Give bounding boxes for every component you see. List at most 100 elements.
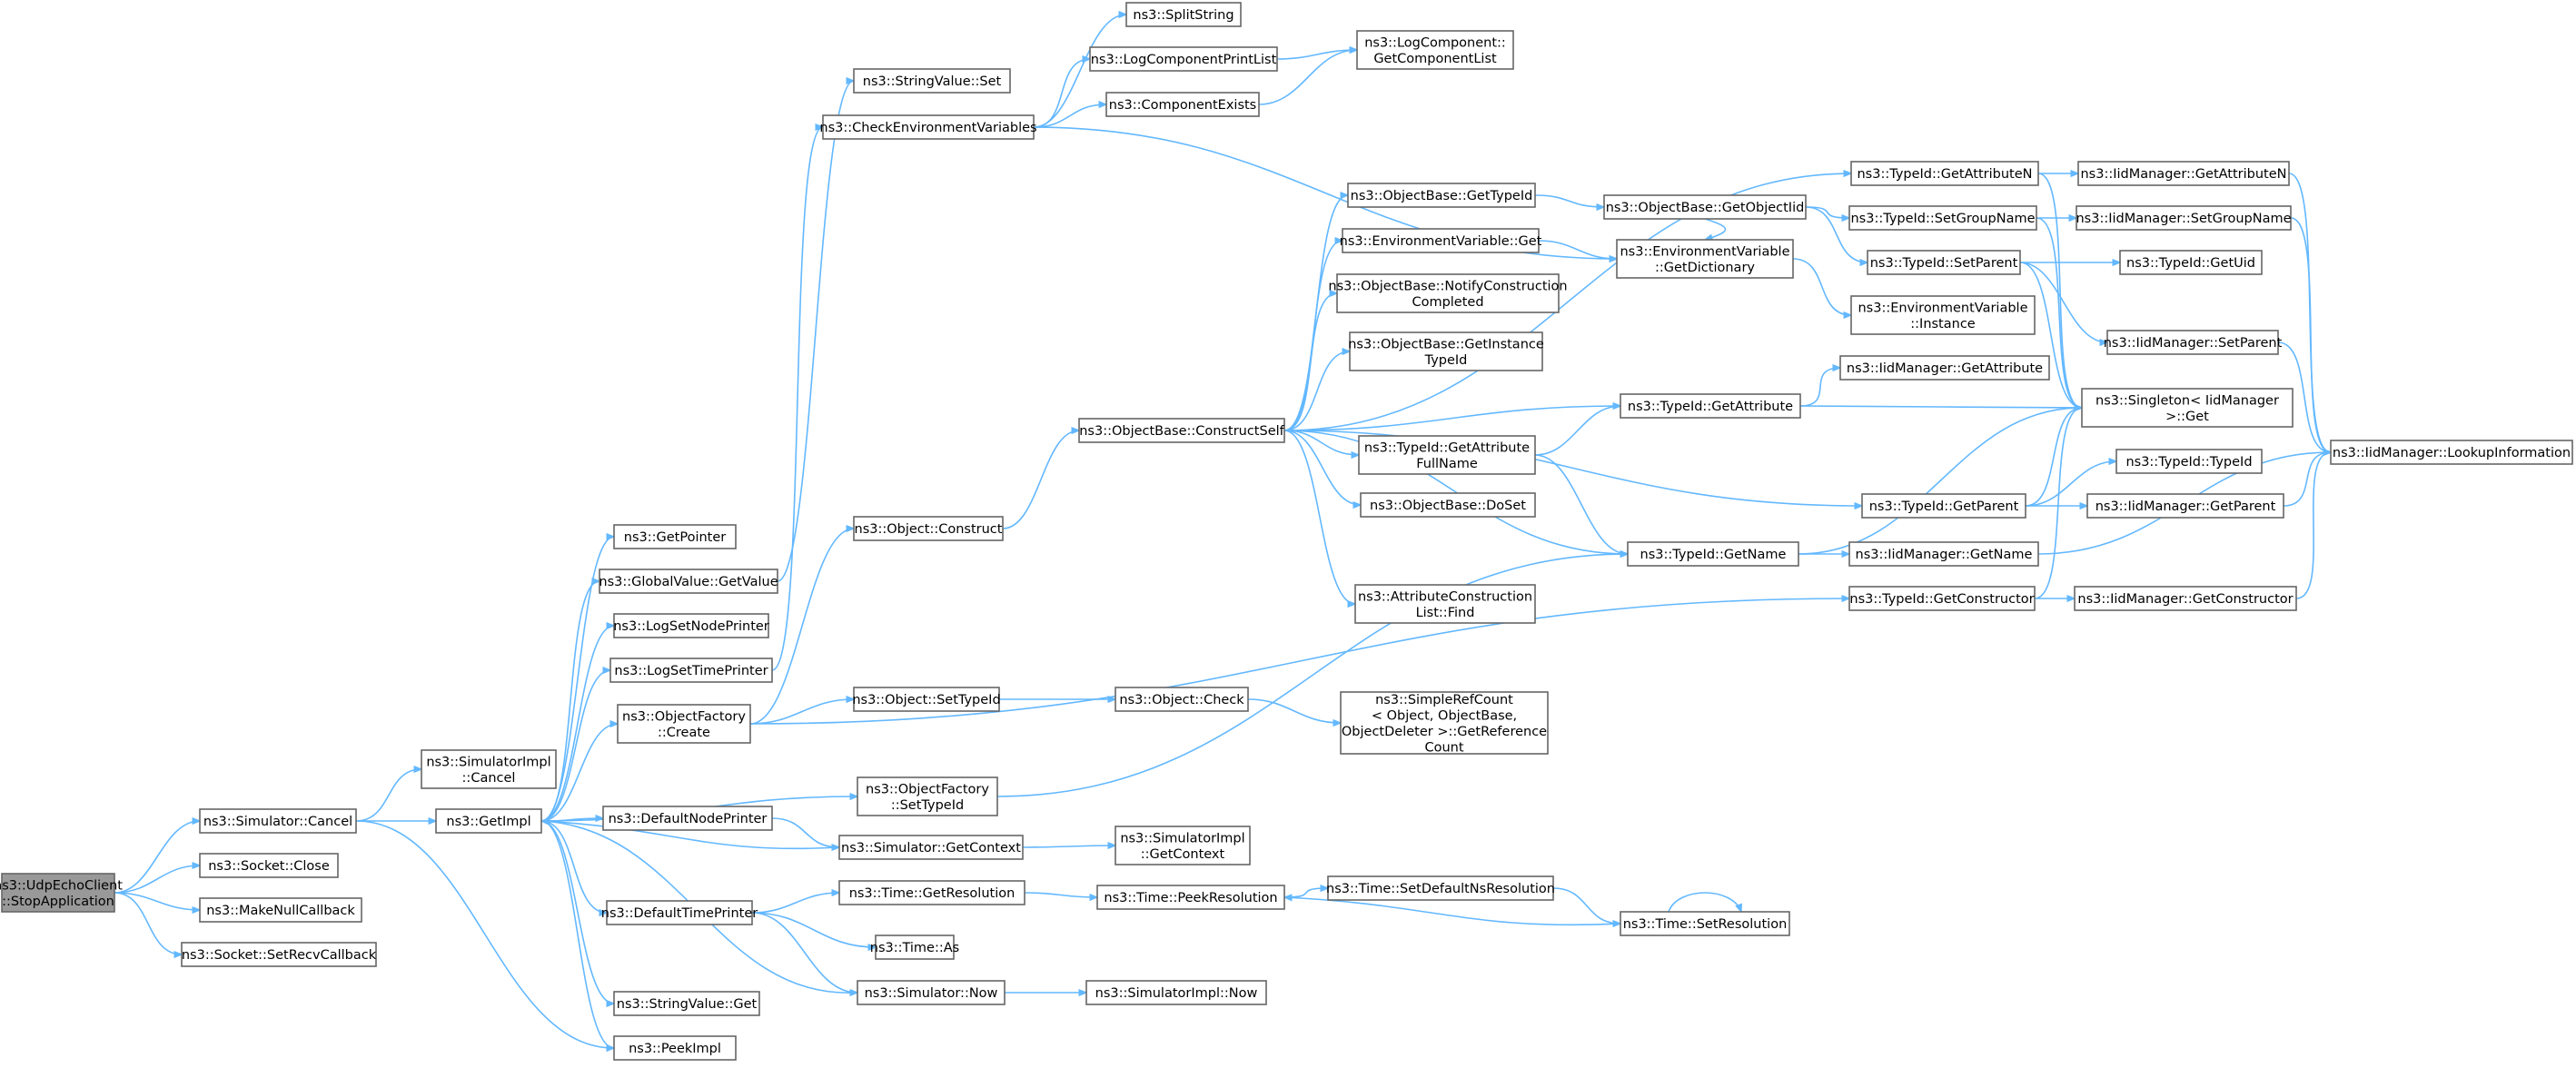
edge-tid-get-attr-full-to-tid-get-attr: [1534, 406, 1620, 456]
node-box: [1349, 331, 1543, 371]
node-ob-notify[interactable]: ns3::ObjectBase::NotifyConstructionCompl…: [1328, 273, 1568, 313]
node-sim-impl-now[interactable]: ns3::SimulatorImpl::Now: [1085, 980, 1267, 1005]
node-ob-get-object-iid[interactable]: ns3::ObjectBase::GetObjectIid: [1603, 194, 1807, 220]
node-label: ns3::SplitString: [1133, 8, 1234, 23]
node-label: ns3::Object::SetTypeId: [852, 693, 1000, 707]
node-construct-self[interactable]: ns3::ObjectBase::ConstructSelf: [1078, 418, 1285, 443]
node-label: ns3::UdpEchoClient: [0, 878, 123, 893]
node-split-string[interactable]: ns3::SplitString: [1125, 2, 1242, 27]
node-tid-get-constructor[interactable]: ns3::TypeId::GetConstructor: [1848, 586, 2036, 611]
node-tid-get-uid[interactable]: ns3::TypeId::GetUid: [2119, 250, 2263, 275]
node-log-node-printer[interactable]: ns3::LogSetNodePrinter: [613, 613, 769, 638]
node-sim-cancel[interactable]: ns3::Simulator::Cancel: [199, 808, 357, 834]
node-box: [1336, 273, 1560, 313]
node-env-var-get[interactable]: ns3::EnvironmentVariable::Get: [1340, 228, 1542, 253]
node-iid-get-constructor[interactable]: ns3::IidManager::GetConstructor: [2074, 586, 2297, 611]
node-label: ns3::EnvironmentVariable: [1620, 244, 1789, 259]
node-time-set-def-ns[interactable]: ns3::Time::SetDefaultNsResolution: [1326, 875, 1555, 901]
node-label: ns3::ObjectFactory: [622, 709, 746, 724]
node-tid-get-attr[interactable]: ns3::TypeId::GetAttribute: [1620, 393, 1801, 419]
node-label: ns3::ObjectBase::GetObjectIid: [1606, 201, 1805, 215]
node-iid-get-attr-n[interactable]: ns3::IidManager::GetAttributeN: [2077, 161, 2290, 186]
edge-env-get-dict-to-env-instance: [1792, 258, 1851, 315]
node-ob-do-set[interactable]: ns3::ObjectBase::DoSet: [1360, 492, 1536, 518]
node-sim-now[interactable]: ns3::Simulator::Now: [857, 980, 1006, 1005]
node-peek-impl[interactable]: ns3::PeekImpl: [613, 1035, 737, 1061]
node-tid-set-group-name[interactable]: ns3::TypeId::SetGroupName: [1848, 205, 2037, 231]
edge-comp-exists-to-log-comp-get-list: [1258, 50, 1357, 105]
node-label: ns3::IidManager::GetAttribute: [1847, 361, 2043, 376]
node-time-as[interactable]: ns3::Time::As: [870, 934, 959, 960]
node-stop-app[interactable]: ns3::UdpEchoClient::StopApplication: [0, 873, 123, 913]
node-simple-ref-count[interactable]: ns3::SimpleRefCount< Object, ObjectBase,…: [1340, 691, 1549, 755]
edge-ob-get-object-iid-to-tid-set-group-name: [1805, 206, 1849, 218]
node-obj-set-type-id[interactable]: ns3::Object::SetTypeId: [852, 687, 1001, 712]
node-global-get-value[interactable]: ns3::GlobalValue::GetValue: [599, 569, 778, 594]
node-sim-get-context[interactable]: ns3::Simulator::GetContext: [838, 835, 1024, 860]
node-label: ::Create: [658, 726, 710, 740]
edge-iid-set-parent-to-iid-lookup: [2277, 341, 2331, 452]
node-obj-construct[interactable]: ns3::Object::Construct: [853, 516, 1004, 541]
node-string-set[interactable]: ns3::StringValue::Set: [853, 68, 1011, 94]
node-label: ns3::TypeId::GetAttributeN: [1857, 167, 2032, 182]
node-label: ns3::StringValue::Get: [617, 997, 758, 1012]
node-obj-factory-create[interactable]: ns3::ObjectFactory::Create: [617, 704, 751, 744]
node-iid-get-attr[interactable]: ns3::IidManager::GetAttribute: [1839, 355, 2050, 381]
node-box: [1603, 194, 1807, 220]
node-label: ns3::Simulator::GetContext: [841, 841, 1021, 855]
node-iid-lookup[interactable]: ns3::IidManager::LookupInformation: [2330, 440, 2573, 465]
node-log-comp-print-list[interactable]: ns3::LogComponentPrintList: [1089, 46, 1278, 72]
node-tid-get-parent[interactable]: ns3::TypeId::GetParent: [1861, 493, 2026, 519]
node-check-env[interactable]: ns3::CheckEnvironmentVariables: [819, 114, 1037, 140]
edge-get-impl-to-string-get: [540, 820, 614, 1004]
node-tid-type-id[interactable]: ns3::TypeId::TypeId: [2115, 449, 2263, 474]
node-get-pointer[interactable]: ns3::GetPointer: [613, 524, 737, 549]
node-obj-check[interactable]: ns3::Object::Check: [1115, 687, 1249, 712]
node-label: ns3::EnvironmentVariable::Get: [1340, 234, 1542, 249]
node-box: [822, 114, 1035, 140]
node-box: [1115, 687, 1249, 712]
node-time-set-res[interactable]: ns3::Time::SetResolution: [1620, 911, 1790, 936]
node-label: ns3::IidManager::GetConstructor: [2077, 592, 2293, 607]
node-ob-get-type-id[interactable]: ns3::ObjectBase::GetTypeId: [1347, 183, 1536, 208]
node-set-recv[interactable]: ns3::Socket::SetRecvCallback: [181, 942, 377, 967]
node-tid-set-parent[interactable]: ns3::TypeId::SetParent: [1867, 250, 2021, 275]
edge-def-node-printer-to-sim-get-context: [771, 817, 839, 847]
node-comp-exists[interactable]: ns3::ComponentExists: [1105, 92, 1260, 117]
edge-time-peek-res-to-time-set-def-ns: [1283, 888, 1328, 898]
node-box: [1356, 30, 1514, 70]
node-env-get-dict[interactable]: ns3::EnvironmentVariable::GetDictionary: [1616, 239, 1794, 279]
node-label: ns3::Time::PeekResolution: [1104, 891, 1277, 905]
node-iid-get-name[interactable]: ns3::IidManager::GetName: [1848, 541, 2039, 567]
node-label: ::Cancel: [462, 771, 516, 786]
node-env-instance[interactable]: ns3::EnvironmentVariable::Instance: [1850, 295, 2036, 335]
node-iid-set-group-name[interactable]: ns3::IidManager::SetGroupName: [2076, 205, 2292, 231]
edge-tid-set-group-name-to-singleton-get: [2036, 217, 2082, 408]
node-sock-close[interactable]: ns3::Socket::Close: [199, 853, 339, 878]
node-label: ns3::IidManager::GetName: [1856, 548, 2033, 562]
node-def-node-printer[interactable]: ns3::DefaultNodePrinter: [602, 806, 773, 831]
node-tid-get-attr-n[interactable]: ns3::TypeId::GetAttributeN: [1850, 161, 2039, 186]
node-label: ns3::Object::Construct: [855, 522, 1003, 537]
node-log-comp-get-list[interactable]: ns3::LogComponent::GetComponentList: [1356, 30, 1514, 70]
node-iid-set-parent[interactable]: ns3::IidManager::SetParent: [2104, 330, 2283, 355]
node-singleton-get[interactable]: ns3::Singleton< IidManager >::Get: [2081, 388, 2294, 428]
node-get-impl[interactable]: ns3::GetImpl: [435, 808, 542, 834]
node-make-null[interactable]: ns3::MakeNullCallback: [199, 897, 362, 923]
node-string-get[interactable]: ns3::StringValue::Get: [613, 991, 760, 1016]
node-box: [2086, 493, 2284, 519]
node-box: [606, 900, 753, 925]
node-log-time-printer[interactable]: ns3::LogSetTimePrinter: [609, 658, 773, 683]
node-def-time-printer[interactable]: ns3::DefaultTimePrinter: [601, 900, 758, 925]
node-tid-get-name[interactable]: ns3::TypeId::GetName: [1627, 541, 1799, 567]
node-obj-factory-set-type-id[interactable]: ns3::ObjectFactory::SetTypeId: [857, 776, 998, 816]
node-iid-get-parent[interactable]: ns3::IidManager::GetParent: [2086, 493, 2284, 519]
node-sim-impl-cancel[interactable]: ns3::SimulatorImpl::Cancel: [421, 749, 557, 789]
node-time-peek-res[interactable]: ns3::Time::PeekResolution: [1096, 885, 1285, 910]
node-time-get-res[interactable]: ns3::Time::GetResolution: [838, 880, 1025, 905]
node-sim-impl-get-context[interactable]: ns3::SimulatorImpl::GetContext: [1115, 826, 1251, 865]
node-label: ns3::ComponentExists: [1109, 98, 1257, 113]
